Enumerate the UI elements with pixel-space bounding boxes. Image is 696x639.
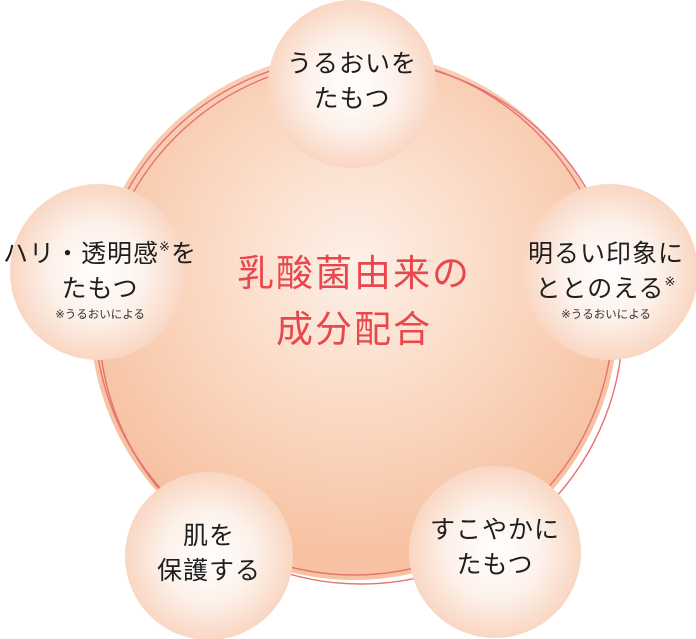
footnote-mark: ※ [664, 275, 677, 290]
node-top-line2: たもつ [313, 84, 391, 113]
node-circle-bottom-left [125, 472, 293, 639]
node-label-right: 明るい印象に ととのえる※ ※うるおいによる [508, 236, 696, 322]
node-circle-top [268, 0, 436, 168]
node-circle-right [522, 184, 696, 360]
node-left-note: ※うるおいによる [55, 307, 145, 321]
center-title-line1: 乳酸菌由来の [237, 252, 471, 295]
node-label-left: ハリ・透明感※を たもつ ※うるおいによる [0, 236, 202, 322]
node-right-line1: 明るい印象に [527, 239, 684, 268]
node-bottom-right-line2: たもつ [456, 550, 534, 579]
node-right-note: ※うるおいによる [561, 307, 651, 321]
footnote-mark: ※ [159, 240, 171, 255]
node-bottom-left-line2: 保護する [156, 556, 261, 585]
node-right-line2: ととのえる※ [535, 274, 677, 303]
node-left-line2: たもつ [61, 274, 139, 303]
node-circle-bottom-right [409, 466, 581, 638]
center-title: 乳酸菌由来の 成分配合 [204, 246, 504, 357]
node-label-top: うるおいを たもつ [262, 46, 442, 116]
node-label-bottom-right: すこやかに たもつ [405, 512, 585, 582]
node-bottom-left-line1: 肌を [182, 521, 235, 550]
node-label-bottom-left: 肌を 保護する [119, 518, 299, 588]
node-top-line1: うるおいを [286, 49, 417, 78]
node-bottom-right-line1: すこやかに [429, 515, 560, 544]
node-circle-left [10, 184, 186, 360]
center-title-line2: 成分配合 [276, 307, 432, 351]
node-left-line1: ハリ・透明感※を [3, 239, 197, 268]
